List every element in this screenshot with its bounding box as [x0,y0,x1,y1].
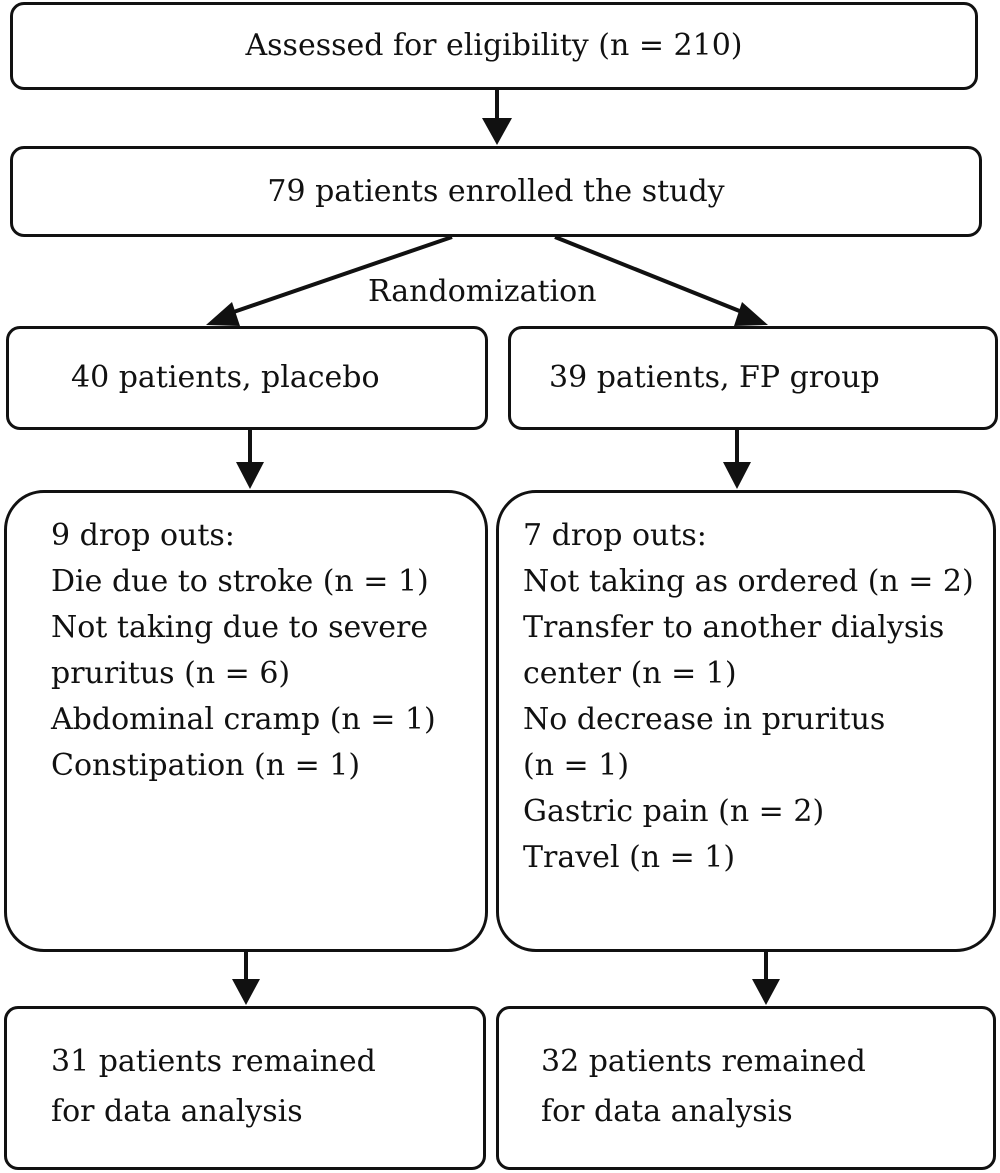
enrolled-text: 79 patients enrolled the study [267,173,725,209]
arrowhead-placebo-dropouts-to-remained [232,979,260,1005]
fp-dropouts-title: 7 drop outs: [523,518,707,553]
placebo-dropouts-title: 9 drop outs: [51,518,235,553]
placebo-remained-box: 31 patients remained for data analysis [4,1006,486,1170]
placebo-arm-label: 40 patients, placebo [71,360,380,395]
assessed-box: Assessed for eligibility (n = 210) [10,2,978,90]
list-item: (n = 1) [523,748,630,783]
placebo-arm-box: 40 patients, placebo [6,326,488,430]
fp-remained-line-1: 32 patients remained [541,1044,866,1079]
list-item: pruritus (n = 6) [51,656,291,691]
placebo-dropouts-box: 9 drop outs: Die due to stroke (n = 1) N… [4,490,488,952]
list-item: Not taking as ordered (n = 2) [523,564,974,599]
arrowhead-fp-dropouts-to-remained [752,979,780,1005]
list-item: Die due to stroke (n = 1) [51,564,429,599]
arrowhead-fp-to-dropouts [723,462,751,489]
list-item: Constipation (n = 1) [51,748,361,783]
arrowhead-placebo-to-dropouts [236,462,264,489]
placebo-remained-line-1: 31 patients remained [51,1044,376,1079]
arrowhead-assessed-to-enrolled [482,118,512,145]
arrowhead-enrolled-to-fp [734,302,768,326]
fp-arm-label: 39 patients, FP group [549,360,880,395]
list-item: Gastric pain (n = 2) [523,794,825,829]
list-item: Travel (n = 1) [523,840,736,875]
fp-remained-box: 32 patients remained for data analysis [496,1006,996,1170]
arrowhead-enrolled-to-placebo [206,302,240,326]
list-item: Abdominal cramp (n = 1) [51,702,436,737]
randomization-label: Randomization [368,274,597,309]
assessed-text: Assessed for eligibility (n = 210) [245,28,743,63]
arrow-enrolled-to-fp [554,235,753,318]
fp-arm-box: 39 patients, FP group [508,326,998,430]
enrolled-box: 79 patients enrolled the study [10,146,982,237]
list-item: Transfer to another dialysis [523,610,945,645]
arrow-enrolled-to-placebo [221,235,453,318]
fp-remained-line-2: for data analysis [541,1094,793,1129]
placebo-remained-line-2: for data analysis [51,1094,303,1129]
fp-dropouts-box: 7 drop outs: Not taking as ordered (n = … [496,490,996,952]
list-item: center (n = 1) [523,656,737,691]
list-item: Not taking due to severe [51,610,429,645]
list-item: No decrease in pruritus [523,702,886,737]
